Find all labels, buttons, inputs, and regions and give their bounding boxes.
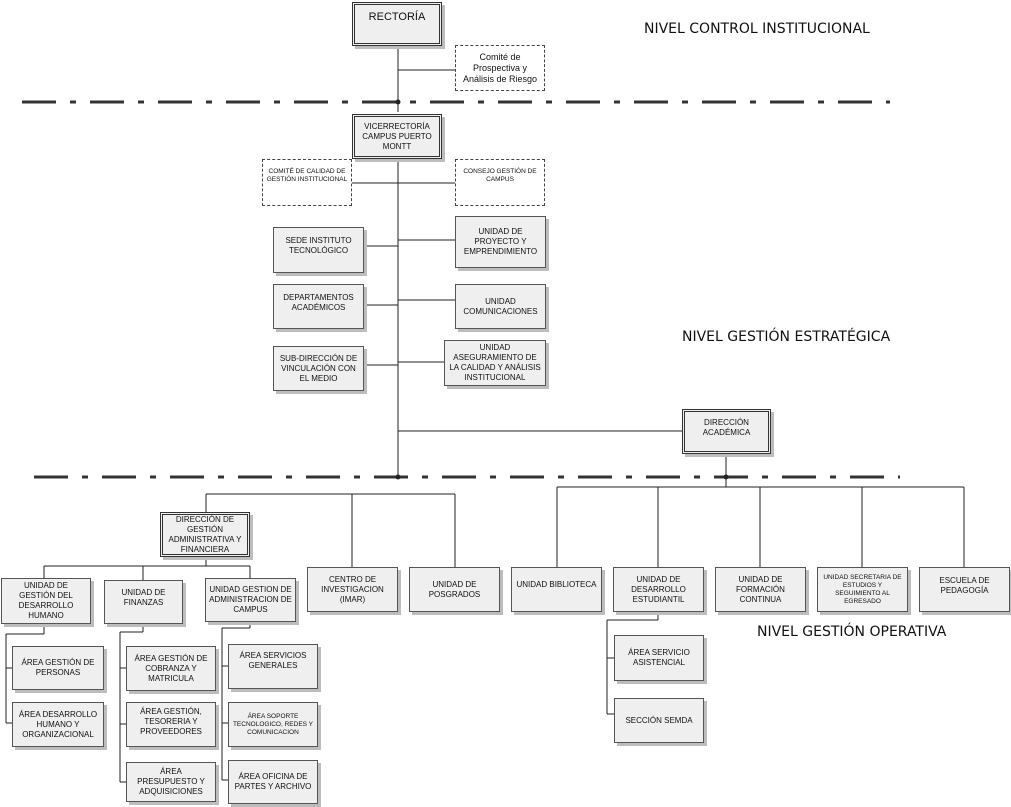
- node-seccion-semda[interactable]: SECCIÓN SEMDA: [614, 698, 704, 743]
- node-unidad-comunicaciones[interactable]: UNIDAD COMUNICACIONES: [455, 284, 546, 329]
- node-area-servicios-generales[interactable]: ÁREA SERVICIOS GENERALES: [228, 644, 318, 689]
- level-label-operativa: NIVEL GESTIÓN OPERATIVA: [757, 624, 947, 640]
- node-subdireccion-vinculacion[interactable]: SUB-DIRECCIÓN DE VINCULACIÓN CON EL MEDI…: [273, 346, 364, 391]
- node-comite-prospectiva[interactable]: Comité de Prospectiva y Análisis de Ries…: [455, 45, 545, 91]
- node-unidad-desarrollo-humano[interactable]: UNIDAD DE GESTIÓN DEL DESARROLLO HUMANO: [1, 578, 91, 624]
- node-direccion-academica[interactable]: DIRECCIÓN ACADÉMICA: [682, 409, 771, 454]
- node-sede-instituto[interactable]: SEDE INSTITUTO TECNOLÓGICO: [273, 227, 364, 273]
- node-rectoria[interactable]: RECTORÍA: [352, 2, 442, 46]
- node-unidad-secretaria[interactable]: UNIDAD SECRETARIA DE ESTUDIOS Y SEGUIMIE…: [817, 567, 908, 612]
- node-area-personas[interactable]: ÁREA GESTIÓN DE PERSONAS: [12, 646, 104, 690]
- node-unidad-proyecto[interactable]: UNIDAD DE PROYECTO Y EMPRENDIMIENTO: [455, 216, 546, 268]
- node-consejo-gestion[interactable]: CONSEJO GESTIÓN DE CAMPUS: [455, 159, 545, 206]
- node-area-soporte[interactable]: ÁREA SOPORTE TECNOLOGICO, REDES Y COMUNI…: [228, 702, 318, 747]
- level-label-control: NIVEL CONTROL INSTITUCIONAL: [644, 21, 870, 37]
- level-label-estrategica: NIVEL GESTIÓN ESTRATÉGICA: [682, 329, 891, 345]
- node-area-tesoreria[interactable]: ÁREA GESTIÓN, TESORERIA Y PROVEEDORES: [126, 702, 216, 747]
- node-area-oficina-partes[interactable]: ÁREA OFICINA DE PARTES Y ARCHIVO: [228, 760, 318, 804]
- node-unidad-desarrollo-estudiantil[interactable]: UNIDAD DE DESARROLLO ESTUDIANTIL: [613, 567, 704, 612]
- node-unidad-aseguramiento[interactable]: UNIDAD ASEGURAMIENTO DE LA CALIDAD Y ANÁ…: [444, 340, 546, 386]
- node-unidad-finanzas[interactable]: UNIDAD DE FINANZAS: [104, 580, 183, 624]
- node-direccion-gestion[interactable]: DIRECCIÓN DE GESTIÓN ADMINISTRATIVA Y FI…: [160, 512, 250, 557]
- node-unidad-admin-campus[interactable]: UNIDAD GESTION DE ADMINISTRACION DE CAMP…: [205, 578, 296, 622]
- node-unidad-posgrados[interactable]: UNIDAD DE POSGRADOS: [409, 567, 500, 612]
- node-area-cobranza[interactable]: ÁREA GESTIÓN DE COBRANZA Y MATRICULA: [126, 646, 216, 691]
- node-area-presupuesto[interactable]: ÁREA PRESUPUESTO Y ADQUISICIONES: [126, 762, 216, 802]
- node-escuela-pedagogia[interactable]: ESCUELA DE PEDAGOGÍA: [919, 567, 1010, 612]
- node-comite-calidad[interactable]: COMITÉ DE CALIDAD DE GESTIÓN INSTITUCION…: [262, 159, 352, 206]
- node-centro-investigacion[interactable]: CENTRO DE INVESTIGACION (IMAR): [307, 567, 398, 612]
- node-departamentos[interactable]: DEPARTAMENTOS ACADÉMICOS: [273, 284, 364, 329]
- node-area-servicio-asistencial[interactable]: ÁREA SERVICIO ASISTENCIAL: [614, 635, 704, 681]
- node-vicerrectoria[interactable]: VICERRECTORÍA CAMPUS PUERTO MONTT: [352, 114, 442, 159]
- node-area-desarrollo-humano[interactable]: ÁREA DESARROLLO HUMANO Y ORGANIZACIONAL: [12, 702, 104, 747]
- node-unidad-formacion-continua[interactable]: UNIDAD DE FORMACIÓN CONTINUA: [715, 567, 806, 612]
- node-unidad-biblioteca[interactable]: UNIDAD BIBLIOTECA: [511, 567, 602, 612]
